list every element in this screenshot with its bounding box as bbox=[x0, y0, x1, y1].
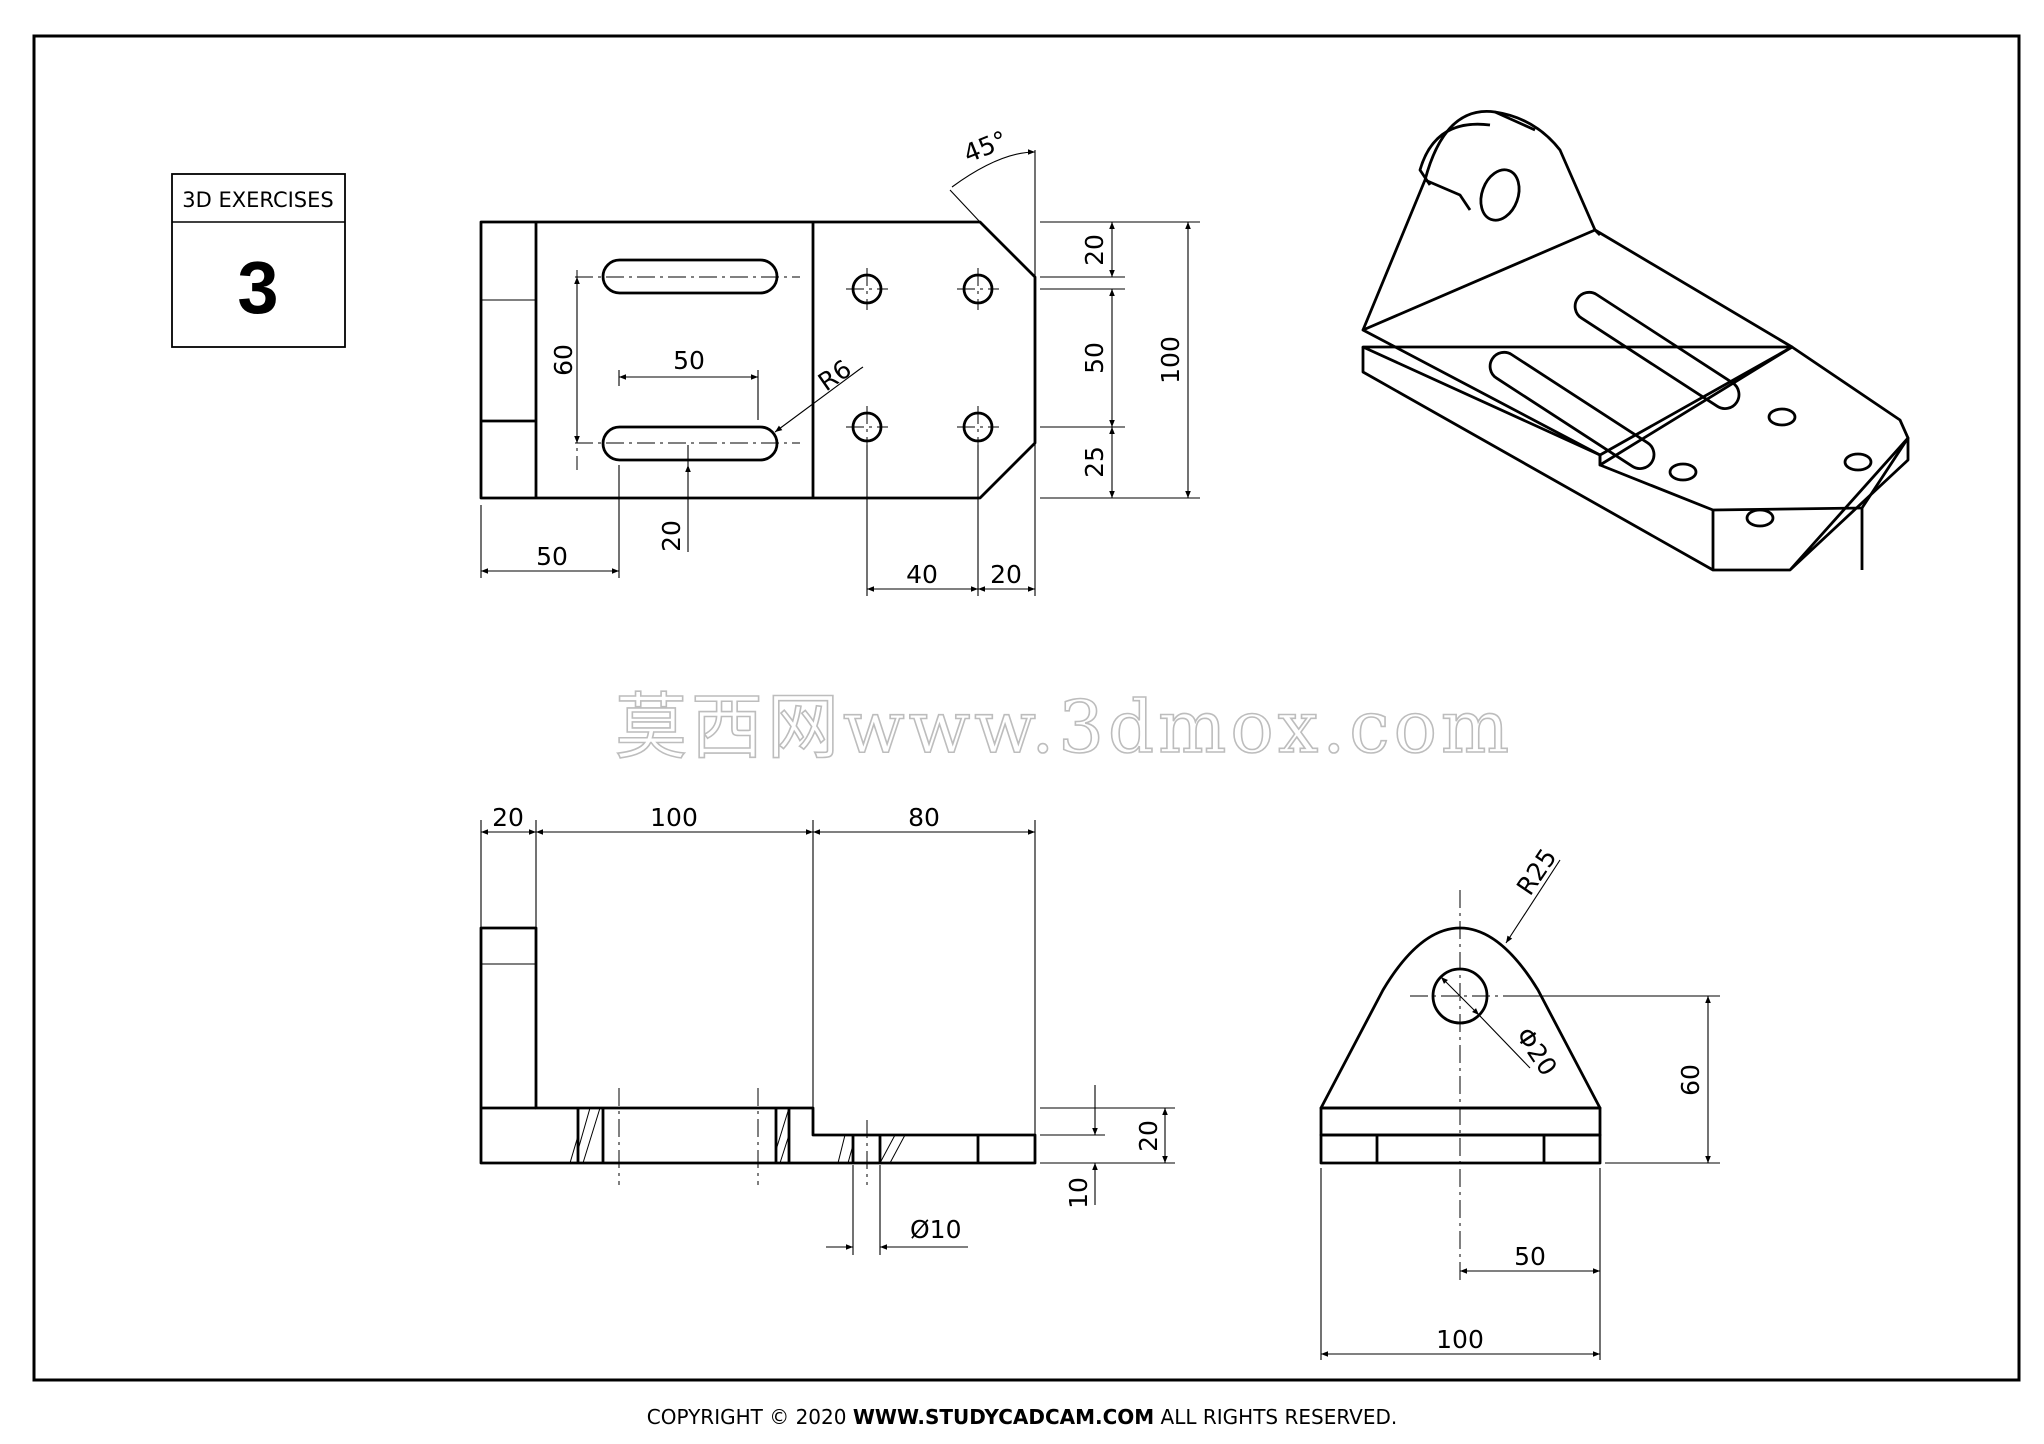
iso-hole-4 bbox=[1745, 508, 1775, 528]
dim-front-dia-10: Ø10 bbox=[910, 1215, 962, 1244]
dim-slot-spacing-60: 60 bbox=[549, 344, 578, 376]
iso-hole-1 bbox=[1767, 407, 1797, 427]
dim-edge-20: 20 bbox=[990, 560, 1022, 589]
copyright-notice: COPYRIGHT © 2020 WWW.STUDYCADCAM.COM ALL… bbox=[647, 1405, 1397, 1429]
dim-front-height-20: 20 bbox=[1134, 1120, 1163, 1152]
dim-angle-45: 45° bbox=[959, 125, 1011, 168]
dim-side-50: 50 bbox=[1514, 1242, 1546, 1271]
isometric-view bbox=[1361, 110, 1910, 572]
dim-side-dia-20: Φ20 bbox=[1510, 1022, 1563, 1081]
iso-pivot-hole bbox=[1479, 168, 1521, 222]
badge-label: 3D EXERCISES bbox=[182, 188, 333, 212]
dim-holes-40: 40 bbox=[906, 560, 938, 589]
copyright-site-link[interactable]: WWW.STUDYCADCAM.COM bbox=[853, 1405, 1154, 1429]
iso-hole-2 bbox=[1843, 452, 1873, 472]
dim-front-100: 100 bbox=[650, 803, 698, 832]
badge-number: 3 bbox=[237, 246, 278, 329]
dim-side-r25: R25 bbox=[1511, 843, 1563, 900]
iso-hole-3 bbox=[1668, 462, 1698, 482]
dim-radius-r6: R6 bbox=[813, 354, 857, 397]
sheet-border bbox=[32, 34, 2021, 1382]
dim-front-height-10: 10 bbox=[1064, 1177, 1093, 1209]
top-view: 45° 20 50 25 100 60 50 R6 50 20 40 20 bbox=[479, 125, 1200, 596]
iso-slot-2 bbox=[1488, 350, 1656, 470]
dim-total-100: 100 bbox=[1156, 336, 1185, 384]
dim-side-60: 60 bbox=[1676, 1064, 1705, 1096]
dim-front-20: 20 bbox=[492, 803, 524, 832]
dim-slot-offset-20: 20 bbox=[657, 520, 686, 552]
iso-slot-1 bbox=[1573, 290, 1741, 410]
copyright-suffix: ALL RIGHTS RESERVED. bbox=[1154, 1405, 1397, 1429]
exercise-badge: 3D EXERCISES 3 bbox=[171, 173, 346, 348]
dim-bot-25: 25 bbox=[1080, 446, 1109, 478]
watermark: 莫西网www.3dmox.com bbox=[615, 685, 1513, 769]
front-view: 20 100 80 20 10 Ø10 bbox=[479, 803, 1175, 1255]
dim-front-80: 80 bbox=[908, 803, 940, 832]
dim-side-100: 100 bbox=[1436, 1325, 1484, 1354]
dim-left-50: 50 bbox=[536, 542, 568, 571]
dim-top-20: 20 bbox=[1080, 234, 1109, 266]
dim-slot-length-50: 50 bbox=[673, 346, 705, 375]
side-view: R25 Φ20 60 50 100 bbox=[1319, 843, 1720, 1360]
dim-mid-50: 50 bbox=[1080, 342, 1109, 374]
copyright-prefix: COPYRIGHT © 2020 bbox=[647, 1405, 853, 1429]
